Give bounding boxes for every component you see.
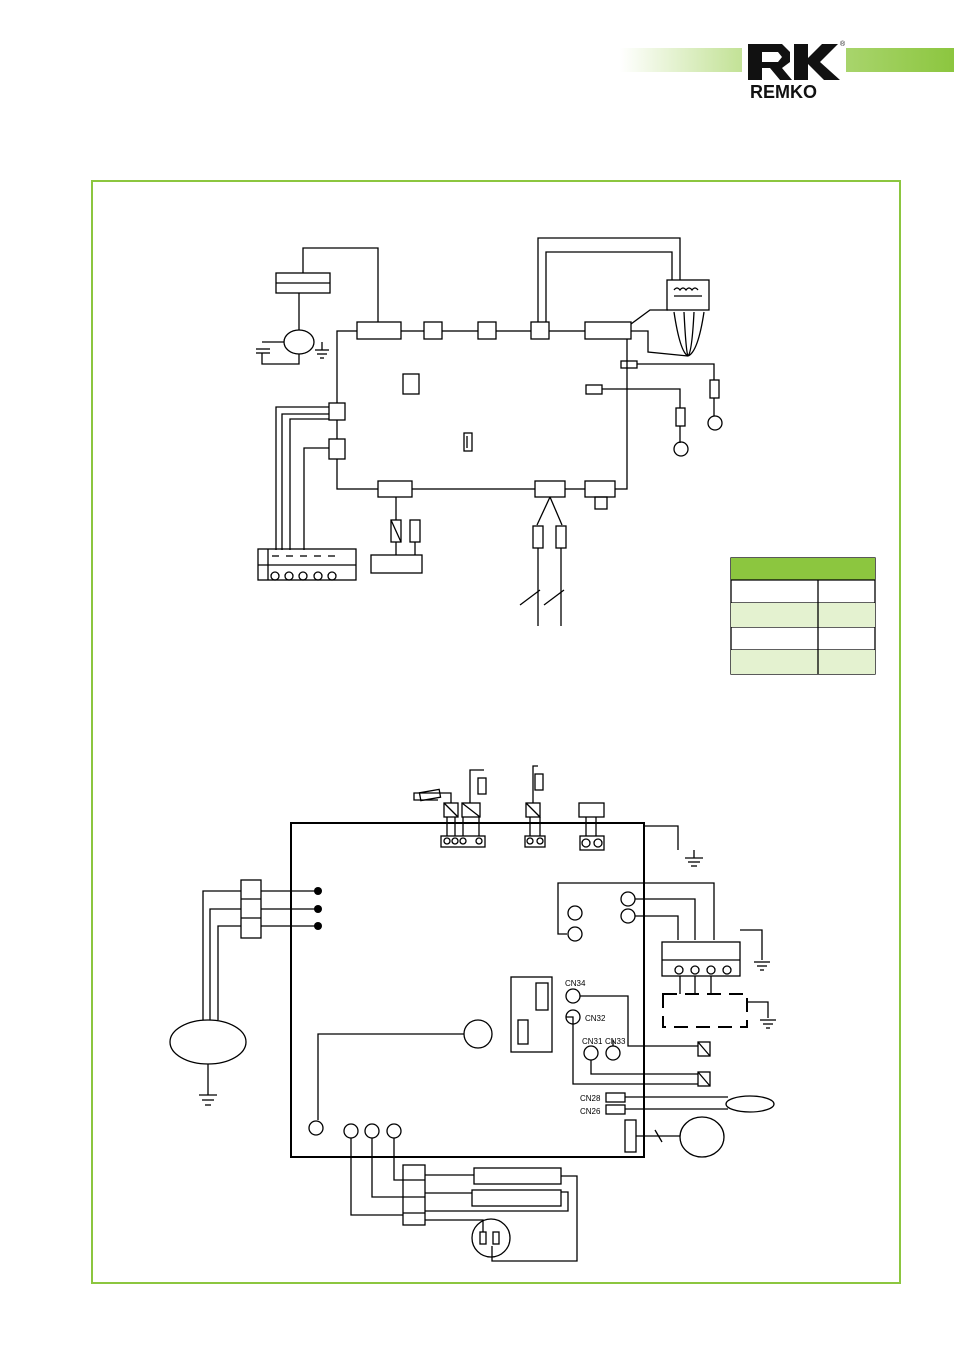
- cn34-label: CN34: [565, 979, 586, 988]
- cn31-label: CN31: [582, 1037, 603, 1046]
- diagram-frame: [91, 180, 901, 1284]
- cn33-label: CN33: [605, 1037, 626, 1046]
- cn26-label: CN26: [580, 1107, 601, 1116]
- main-control-board: [336, 330, 628, 490]
- cn32-label: CN32: [585, 1014, 606, 1023]
- cn28-label: CN28: [580, 1094, 601, 1103]
- outdoor-unit-diagram: [169, 765, 776, 1262]
- brand-name: REMKO: [750, 82, 817, 102]
- remko-logo: ® REMKO: [742, 38, 846, 104]
- indoor-unit-diagram: [256, 237, 723, 626]
- registered-mark: ®: [840, 40, 846, 48]
- legend-table: [730, 557, 876, 675]
